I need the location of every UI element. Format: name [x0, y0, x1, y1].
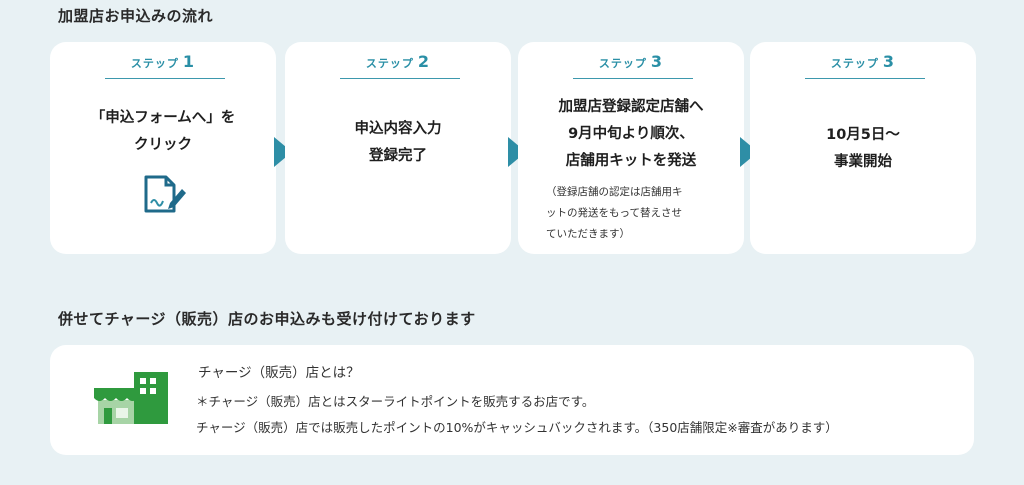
info-line-1: ＊チャージ（販売）店とはスターライトポイントを販売するお店です。: [196, 394, 595, 409]
step-note: （登録店舗の認定は店舗用キ ットの発送をもって替えさせ ていただきます）: [546, 186, 683, 240]
document-sign-icon: [140, 173, 188, 221]
info-title: チャージ（販売）店とは？: [198, 365, 360, 381]
step-title: 申込内容入力 登録完了: [354, 121, 442, 164]
charge-store-info-card: チャージ（販売）店とは？ ＊チャージ（販売）店とはスターライトポイントを販売する…: [50, 345, 974, 455]
step-title: 加盟店登録認定店舗へ 9月中旬より順次、 店舗用キットを発送: [558, 99, 704, 169]
step-divider: [105, 78, 225, 79]
store-building-icon: [94, 370, 170, 430]
step-divider: [573, 78, 693, 79]
flow-heading: 加盟店お申込みの流れ: [58, 7, 214, 25]
charge-store-heading: 併せてチャージ（販売）店のお申込みも受け付けております: [58, 310, 476, 328]
info-line-2: チャージ（販売）店では販売したポイントの10%がキャッシュバックされます。（35…: [196, 420, 838, 435]
step-title: 「申込フォームへ」を クリック: [90, 110, 236, 153]
step-title: 10月5日〜 事業開始: [826, 127, 900, 170]
step-divider: [340, 78, 460, 79]
step-divider: [805, 78, 925, 79]
